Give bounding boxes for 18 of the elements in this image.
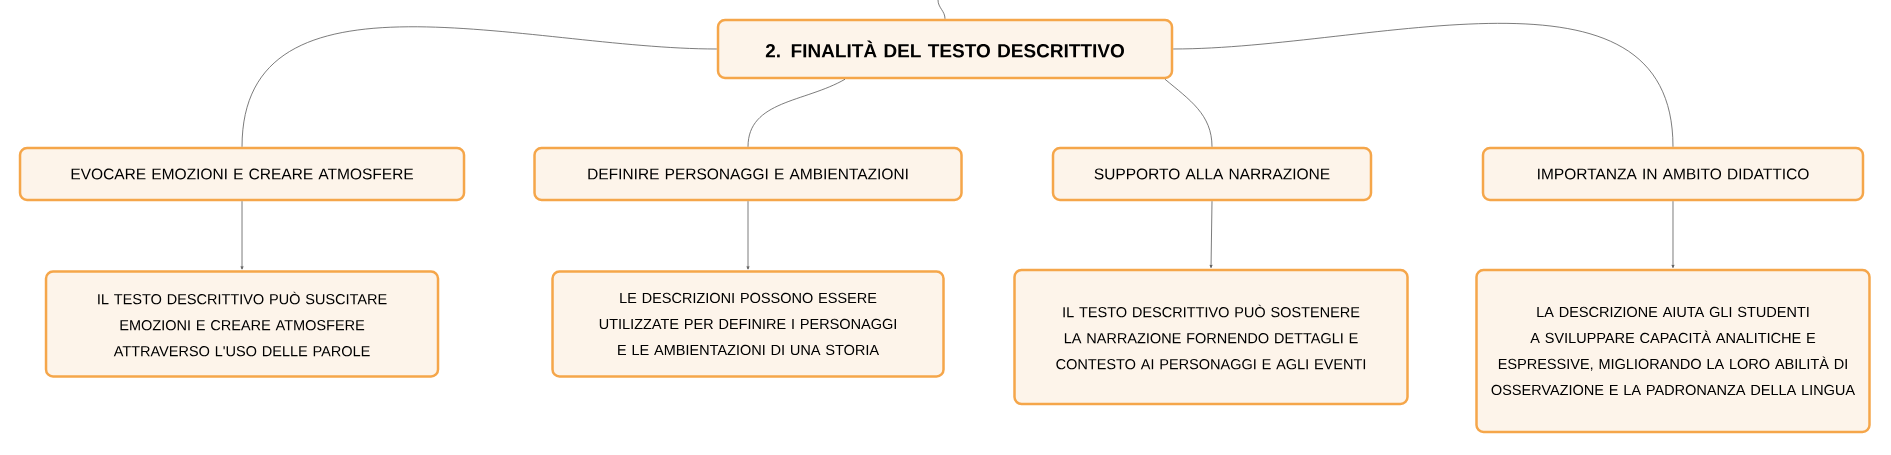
topic-box: IMPORTANZA IN AMBITO DIDATTICO	[1481, 146, 1865, 202]
description-box: LE DESCRIZIONI POSSONO ESSERE UTILIZZATE PER DEFINIRE I PERSONAGGI E LE AMBIENTAZIONI DI UNA STORIA	[551, 270, 945, 378]
connector	[1172, 22, 1674, 148]
description-box: IL TESTO DESCRITTIVO PUÒ SOSTENERE LA NARRAZIONE FORNENDO DETTAGLI E CONTESTO AI PERSONAGGI E AGLI EVENTI	[1013, 268, 1409, 406]
connector	[1209, 200, 1213, 269]
description-box: IL TESTO DESCRITTIVO PUÒ SUSCITARE EMOZIONI E CREARE ATMOSFERE ATTRAVERSO L'USO DELLE PAROLE	[44, 270, 440, 378]
topic-box: DEFINIRE PERSONAGGI E AMBIENTAZIONI	[533, 146, 963, 202]
connector	[1671, 200, 1675, 269]
connector	[747, 78, 846, 148]
topic-box: SUPPORTO ALLA NARRAZIONE	[1051, 146, 1373, 202]
topic-box: EVOCARE EMOZIONI E CREARE ATMOSFERE	[18, 146, 466, 202]
connector	[746, 200, 750, 270]
description-box: LA DESCRIZIONE AIUTA GLI STUDENTI A SVILUPPARE CAPACITÀ ANALITICHE E ESPRESSIVE, MIGLIORANDO LA LORO ABILITÀ DI OSSERVAZIONE E LA PADRONANZA DELLA LINGUA	[1475, 268, 1871, 434]
connector	[1164, 78, 1213, 148]
connector	[937, 0, 946, 20]
title-box: 2. FINALITÀ DEL TESTO DESCRITTIVO	[716, 18, 1174, 80]
connector	[241, 26, 718, 148]
connector	[240, 200, 244, 270]
